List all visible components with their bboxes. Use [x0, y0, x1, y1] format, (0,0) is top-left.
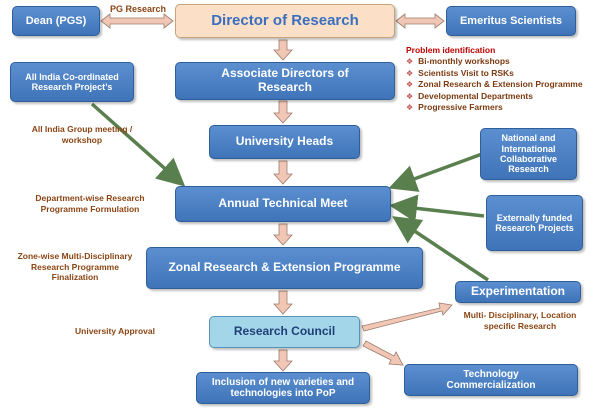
- zonal-label: Zonal Research & Extension Programme: [168, 260, 401, 275]
- arrow-down-5: [273, 290, 293, 315]
- annual-technical-meet-box: Annual Technical Meet: [175, 186, 391, 222]
- list-item: ❖Developmental Departments: [406, 90, 533, 101]
- side-label-dept-wise: Department-wise Research Programme Formu…: [35, 193, 145, 214]
- inclusion-varieties-box: Inclusion of new varieties and technolog…: [196, 372, 370, 404]
- double-arrow-director-emeritus: [395, 13, 445, 29]
- zonal-research-box: Zonal Research & Extension Programme: [146, 247, 423, 289]
- experimentation-box: Experimentation: [455, 281, 581, 303]
- multi-disciplinary-annotation: Multi- Disciplinary, Location specific R…: [463, 310, 577, 331]
- technology-commercialization-box: Technology Commercialization: [404, 364, 578, 396]
- side-label-university-approval: University Approval: [75, 326, 155, 336]
- director-of-research-box: Director of Research: [175, 4, 395, 38]
- problem-identification-list: ❖Bi-monthly workshops ❖Scientists Visit …: [406, 56, 583, 114]
- arrow-down-6: [273, 349, 293, 372]
- green-arrow-external-to-meet: [389, 194, 485, 223]
- side-label-group-meeting: All India Group meeting / workshop: [31, 124, 133, 145]
- diamond-bullet-icon: ❖: [406, 80, 414, 90]
- aicrp-label: All India Co-ordinated Research Project’…: [25, 71, 119, 92]
- problem-identification-title: Problem identification: [406, 45, 496, 55]
- aicrp-box: All India Co-ordinated Research Project’…: [10, 62, 134, 102]
- emeritus-label: Emeritus Scientists: [459, 14, 563, 27]
- list-item: ❖Bi-monthly workshops: [406, 56, 510, 67]
- arrow-rc-to-multidisciplinary: [361, 302, 453, 332]
- annual-meet-label: Annual Technical Meet: [218, 196, 348, 211]
- research-council-label: Research Council: [233, 324, 336, 339]
- arrow-rc-to-technology: [362, 340, 404, 366]
- technology-label: Technology Commercialization: [446, 368, 536, 392]
- problem-identification: Problem identification ❖Bi-monthly works…: [406, 45, 583, 114]
- associate-label: Associate Directors of Research: [221, 66, 349, 94]
- diamond-bullet-icon: ❖: [406, 68, 414, 78]
- dean-pgs-label: Dean (PGS): [25, 14, 87, 27]
- arrow-down-4: [273, 223, 293, 246]
- side-label-zone-wise: Zone-wise Multi-Disciplinary Research Pr…: [17, 251, 133, 283]
- list-item: ❖Progressive Farmers: [406, 102, 503, 113]
- research-council-box: Research Council: [209, 316, 360, 348]
- university-heads-box: University Heads: [209, 125, 360, 159]
- experimentation-label: Experimentation: [470, 284, 566, 299]
- list-item: ❖Scientists Visit to RSKs: [406, 67, 514, 78]
- arrow-down-1: [273, 39, 293, 61]
- associate-directors-box: Associate Directors of Research: [175, 62, 395, 100]
- diamond-bullet-icon: ❖: [406, 91, 414, 101]
- emeritus-scientists-box: Emeritus Scientists: [446, 6, 576, 36]
- pg-research-annotation: PG Research: [110, 4, 167, 14]
- green-arrow-aicrp-to-meet: [90, 102, 186, 187]
- double-arrow-dean-director: [100, 13, 174, 29]
- diamond-bullet-icon: ❖: [406, 103, 414, 113]
- green-arrow-experimentation-to-meet: [392, 216, 489, 282]
- university-heads-label: University Heads: [235, 134, 334, 149]
- director-label: Director of Research: [211, 12, 359, 30]
- externally-funded-box: Externally funded Research Projects: [486, 195, 583, 251]
- list-item: ❖Zonal Research & Extension Programme: [406, 79, 583, 90]
- national-label: National and International Collaborative…: [499, 133, 557, 175]
- dean-pgs-box: Dean (PGS): [12, 6, 100, 36]
- diamond-bullet-icon: ❖: [406, 57, 414, 67]
- national-collaborative-box: National and International Collaborative…: [480, 128, 577, 180]
- green-arrow-national-to-meet: [388, 152, 483, 192]
- arrow-down-2: [273, 100, 293, 124]
- inclusion-label: Inclusion of new varieties and technolog…: [211, 376, 355, 400]
- arrow-down-3: [273, 160, 293, 185]
- external-label: Externally funded Research Projects: [495, 212, 574, 233]
